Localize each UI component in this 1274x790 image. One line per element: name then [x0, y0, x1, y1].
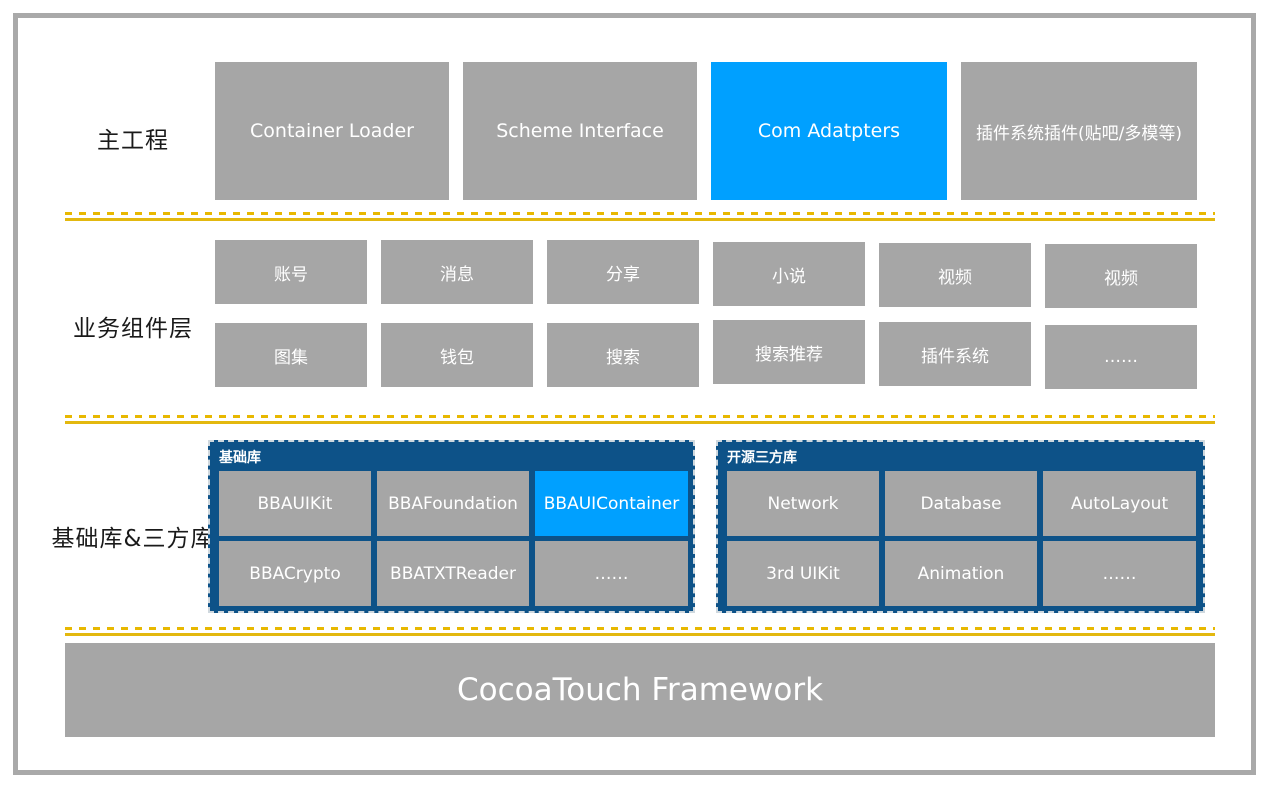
- diagram-frame: 主工程 Container Loader Scheme Interface Co…: [13, 13, 1256, 775]
- lib-tile-label: BBAUIContainer: [543, 493, 680, 514]
- divider-dashed-line: [65, 212, 1215, 215]
- lib-tile-3rd-uikit[interactable]: 3rd UIKit: [727, 541, 879, 606]
- biz-tile-search[interactable]: 搜索: [547, 323, 699, 387]
- biz-tile-label: 搜索: [606, 347, 640, 368]
- divider-dashed-line: [65, 415, 1215, 418]
- lib-tile-base-more[interactable]: ……: [535, 541, 688, 606]
- foundation-bar-label: CocoaTouch Framework: [456, 672, 824, 708]
- main-tile-container-loader[interactable]: Container Loader: [215, 62, 449, 200]
- lib-panel-third-party: 开源三方库 Network Database AutoLayout 3rd UI…: [716, 440, 1205, 613]
- biz-tile-account[interactable]: 账号: [215, 240, 367, 304]
- main-tile-label: Com Adatpters: [757, 120, 901, 142]
- biz-tile-label: 小说: [772, 266, 806, 287]
- lib-tile-database[interactable]: Database: [885, 471, 1037, 536]
- lib-tile-label: Database: [920, 493, 1002, 514]
- biz-tile-gallery[interactable]: 图集: [215, 323, 367, 387]
- lib-tile-label: ……: [1102, 563, 1137, 584]
- biz-tile-label: 搜索推荐: [755, 344, 823, 365]
- lib-tile-bbauikit[interactable]: BBAUIKit: [219, 471, 371, 536]
- lib-tile-label: BBATXTReader: [390, 563, 516, 584]
- divider-solid-line: [65, 633, 1215, 636]
- lib-tile-label: BBAFoundation: [388, 493, 518, 514]
- biz-tile-label: 图集: [274, 347, 308, 368]
- biz-tile-video-2[interactable]: 视频: [1045, 244, 1197, 308]
- lib-tile-bbacrypto[interactable]: BBACrypto: [219, 541, 371, 606]
- row-label-main-project: 主工程: [97, 128, 169, 154]
- main-tile-scheme-interface[interactable]: Scheme Interface: [463, 62, 697, 200]
- biz-tile-label: 消息: [440, 264, 474, 285]
- biz-tile-share[interactable]: 分享: [547, 240, 699, 304]
- divider-solid-line: [65, 421, 1215, 424]
- biz-tile-message[interactable]: 消息: [381, 240, 533, 304]
- lib-tile-label: AutoLayout: [1070, 493, 1169, 514]
- biz-tile-novel[interactable]: 小说: [713, 242, 865, 306]
- lib-tile-label: Network: [767, 493, 839, 514]
- lib-tile-animation[interactable]: Animation: [885, 541, 1037, 606]
- biz-tile-label: 插件系统: [921, 346, 989, 367]
- main-tile-label: 插件系统插件(贴吧/多模等): [976, 123, 1182, 144]
- lib-panel-title: 基础库: [219, 450, 261, 466]
- lib-tile-bbauicontainer[interactable]: BBAUIContainer: [535, 471, 688, 536]
- biz-tile-wallet[interactable]: 钱包: [381, 323, 533, 387]
- lib-tile-label: 3rd UIKit: [766, 563, 840, 584]
- lib-panel-title: 开源三方库: [727, 450, 797, 466]
- row-label-base-libraries: 基础库&三方库: [51, 526, 215, 552]
- lib-tile-network[interactable]: Network: [727, 471, 879, 536]
- biz-tile-video-1[interactable]: 视频: [879, 243, 1031, 307]
- divider-baselibs-foundation: [65, 627, 1215, 636]
- lib-tile-label: ……: [594, 563, 629, 584]
- divider-business-baselibs: [65, 415, 1215, 424]
- biz-tile-label: 视频: [1104, 268, 1138, 289]
- lib-tile-label: BBACrypto: [249, 563, 341, 584]
- lib-tile-label: BBAUIKit: [257, 493, 333, 514]
- divider-dashed-line: [65, 627, 1215, 630]
- diagram-canvas: 主工程 Container Loader Scheme Interface Co…: [18, 18, 1251, 770]
- biz-tile-label: 钱包: [440, 347, 474, 368]
- biz-tile-label: 视频: [938, 267, 972, 288]
- divider-solid-line: [65, 218, 1215, 221]
- main-tile-com-adapters[interactable]: Com Adatpters: [711, 62, 947, 200]
- divider-main-business: [65, 212, 1215, 221]
- foundation-bar-cocoatouch[interactable]: CocoaTouch Framework: [65, 643, 1215, 737]
- lib-tile-label: Animation: [917, 563, 1005, 584]
- lib-tile-third-more[interactable]: ……: [1043, 541, 1196, 606]
- biz-tile-label: 分享: [606, 264, 640, 285]
- lib-panel-base-library: 基础库 BBAUIKit BBAFoundation BBAUIContaine…: [208, 440, 695, 613]
- biz-tile-label: ……: [1104, 347, 1138, 367]
- biz-tile-search-recommend[interactable]: 搜索推荐: [713, 320, 865, 384]
- main-tile-plugin-system[interactable]: 插件系统插件(贴吧/多模等): [961, 62, 1197, 200]
- biz-tile-more[interactable]: ……: [1045, 325, 1197, 389]
- biz-tile-plugin-system[interactable]: 插件系统: [879, 322, 1031, 386]
- main-tile-label: Container Loader: [250, 120, 414, 142]
- biz-tile-label: 账号: [274, 264, 308, 285]
- lib-tile-bbafoundation[interactable]: BBAFoundation: [377, 471, 529, 536]
- lib-tile-bbatxtreader[interactable]: BBATXTReader: [377, 541, 529, 606]
- row-label-business-layer: 业务组件层: [73, 316, 193, 342]
- lib-tile-autolayout[interactable]: AutoLayout: [1043, 471, 1196, 536]
- main-tile-label: Scheme Interface: [496, 120, 664, 142]
